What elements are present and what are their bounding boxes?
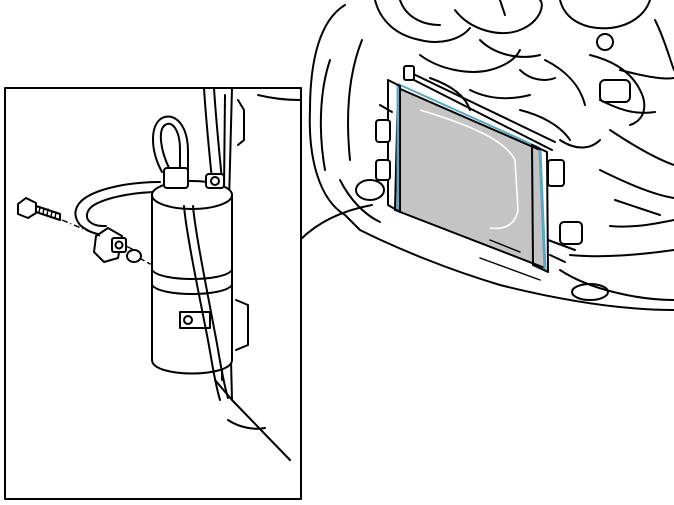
detail-view — [17, 87, 301, 461]
receiver-drier-icon — [151, 167, 233, 401]
condenser — [375, 65, 583, 281]
hose-fitting-icon — [93, 227, 127, 263]
vehicle-front — [308, 0, 674, 311]
bolt-icon — [17, 197, 61, 221]
